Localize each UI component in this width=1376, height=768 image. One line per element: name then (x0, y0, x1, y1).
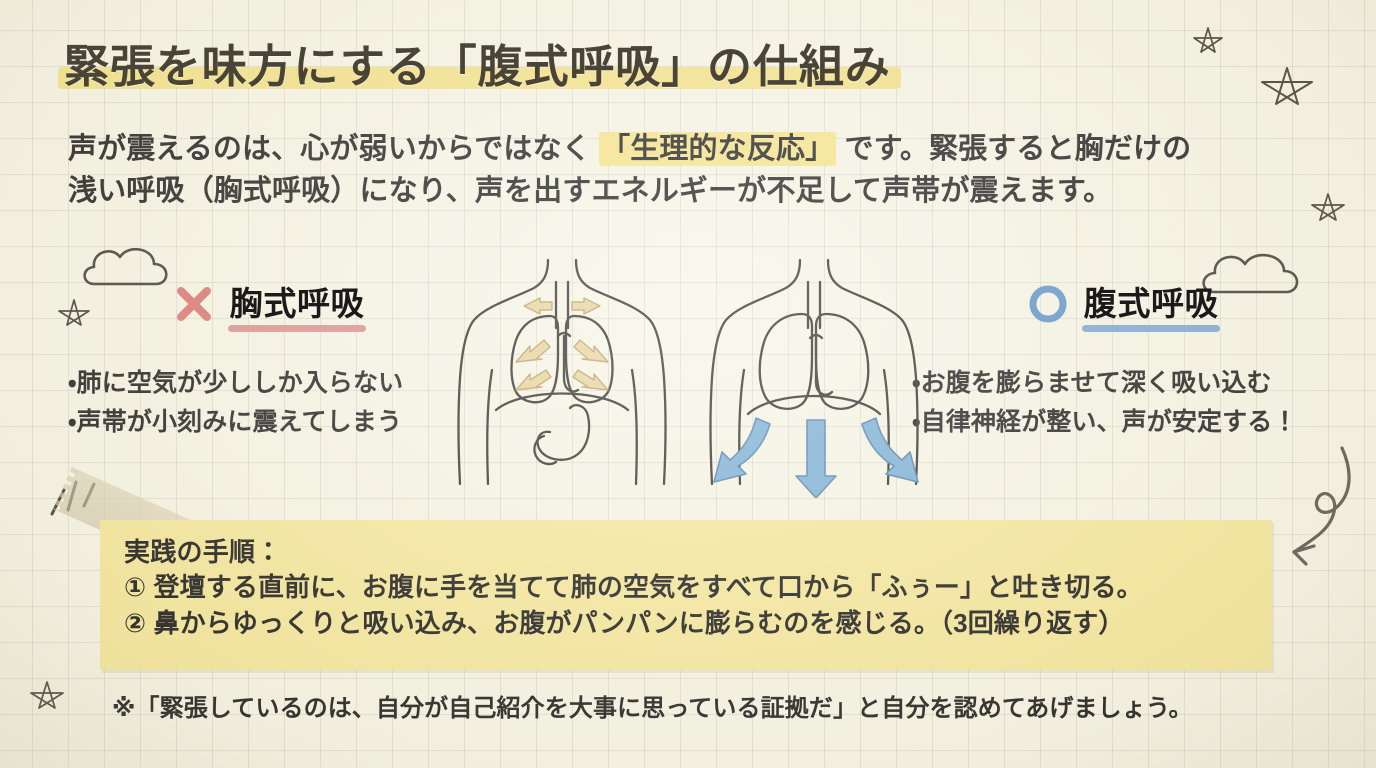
subtitle-segment-2: です。緊張すると胸だけの (836, 133, 1192, 165)
list-item: 肺に空気が少ししか入らない (68, 364, 468, 403)
column-title: 腹式呼吸 (1083, 285, 1219, 323)
chest-breathing-torso-diagram (457, 258, 667, 486)
upward-tan-arrows-icon (515, 297, 609, 391)
cross-mark-icon (172, 282, 216, 326)
step-item-2: ② 鼻からゆっくりと吸い込み、お腹がパンパンに膨らむのを感じる。（3回繰り返す） (124, 608, 1125, 639)
comparison-column-abdominal-breathing: 腹式呼吸 お腹を膨らませて深く吸い込む 自律神経が整い、声が安定する！ (912, 282, 1332, 442)
title-highlight-wrap: 緊張を味方にする「腹式呼吸」の仕組み (58, 40, 901, 93)
column-title-wrap: 腹式呼吸 (1081, 284, 1221, 332)
star-doodle-icon (30, 681, 64, 709)
bullet-list: お腹を膨らませて深く吸い込む 自律神経が整い、声が安定する！ (912, 364, 1332, 442)
column-title-wrap: 胸式呼吸 (227, 284, 367, 332)
step-item-1: ① 登壇する直前に、お腹に手を当てて肺の空気をすべて口から「ふぅー」と吐き切る。 (124, 571, 1143, 602)
title-block: 緊張を味方にする「腹式呼吸」の仕組み (58, 40, 1064, 93)
footnote-text: ※「緊張しているのは、自分が自己紹介を大事に思っている証拠だ」と自分を認めてあげ… (112, 695, 1193, 722)
star-doodle-icon (1261, 67, 1313, 105)
star-doodle-icon (1193, 27, 1223, 53)
curly-arrow-doodle-icon (1292, 446, 1351, 566)
comparison-column-chest-breathing: 胸式呼吸 肺に空気が少ししか入らない 声帯が小刻みに震えてしまう (68, 282, 468, 442)
subtitle-highlight: 「生理的な反応」 (599, 132, 837, 166)
list-item: 声帯が小刻みに震えてしまう (68, 403, 468, 442)
bullet-list: 肺に空気が少ししか入らない 声帯が小刻みに震えてしまう (68, 364, 468, 442)
breathing-illustrations (452, 258, 928, 498)
column-header: 胸式呼吸 (68, 282, 468, 332)
column-underline (227, 324, 367, 332)
column-header: 腹式呼吸 (912, 282, 1332, 332)
subtitle-text: 声が震えるのは、心が弱いからではなく 「生理的な反応」 です。緊張すると胸だけの… (68, 128, 1308, 212)
page-title: 緊張を味方にする「腹式呼吸」の仕組み (64, 41, 891, 92)
subtitle-segment-1: 声が震えるのは、心が弱いからではなく (68, 133, 600, 165)
title-highlight-band (58, 67, 901, 90)
steps-heading: 実践の手順： (124, 537, 282, 567)
list-item: お腹を膨らませて深く吸い込む (912, 364, 1332, 403)
column-underline (1081, 324, 1221, 332)
downward-blue-arrows-icon (713, 417, 919, 498)
practice-steps-box: 実践の手順： ① 登壇する直前に、お腹に手を当てて肺の空気をすべて口から「ふぅー… (100, 520, 1272, 670)
circle-mark-icon (1026, 282, 1070, 326)
star-doodle-icon (1311, 193, 1345, 221)
list-item: 自律神経が整い、声が安定する！ (912, 403, 1332, 442)
column-title: 胸式呼吸 (229, 285, 365, 323)
subtitle-line-2: 浅い呼吸（胸式呼吸）になり、声を出すエネルギーが不足して声帯が震えます。 (68, 175, 1113, 208)
